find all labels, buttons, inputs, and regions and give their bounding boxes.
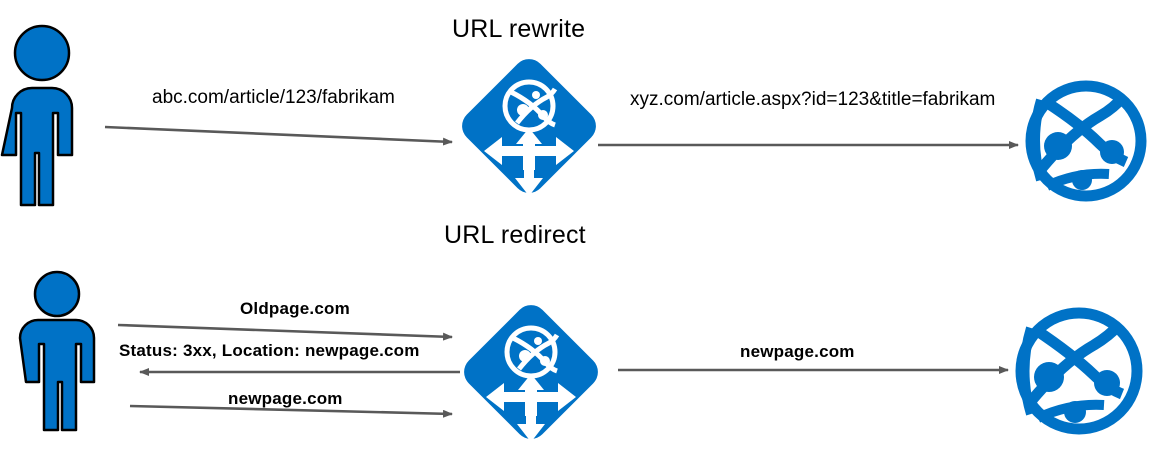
- flow-label-newpage-client: newpage.com: [228, 389, 343, 408]
- arrow-client-to-gateway-newpage: [129, 404, 453, 418]
- flow-label-newpage-backend: newpage.com: [740, 342, 855, 361]
- web-globe-icon-top: [1025, 80, 1147, 202]
- flow-label-request-rewritten: xyz.com/article.aspx?id=123&title=fabrik…: [630, 89, 996, 110]
- section-title-url-redirect: URL redirect: [444, 221, 586, 249]
- flow-label-request-original: abc.com/article/123/fabrikam: [152, 87, 395, 108]
- arrow-client-to-gateway-top: [104, 125, 453, 146]
- arrow-client-to-gateway-oldpage: [117, 323, 453, 341]
- person-icon-client-bottom: [18, 270, 96, 432]
- application-gateway-icon-top: [462, 59, 596, 196]
- web-globe-icon-bottom: [1015, 307, 1143, 435]
- flow-label-oldpage: Oldpage.com: [240, 299, 350, 318]
- application-gateway-icon-bottom: [464, 305, 598, 442]
- section-title-url-rewrite: URL rewrite: [452, 15, 586, 43]
- flow-label-redirect-status: Status: 3xx, Location: newpage.com: [119, 341, 420, 360]
- person-icon-client-top: [0, 24, 74, 207]
